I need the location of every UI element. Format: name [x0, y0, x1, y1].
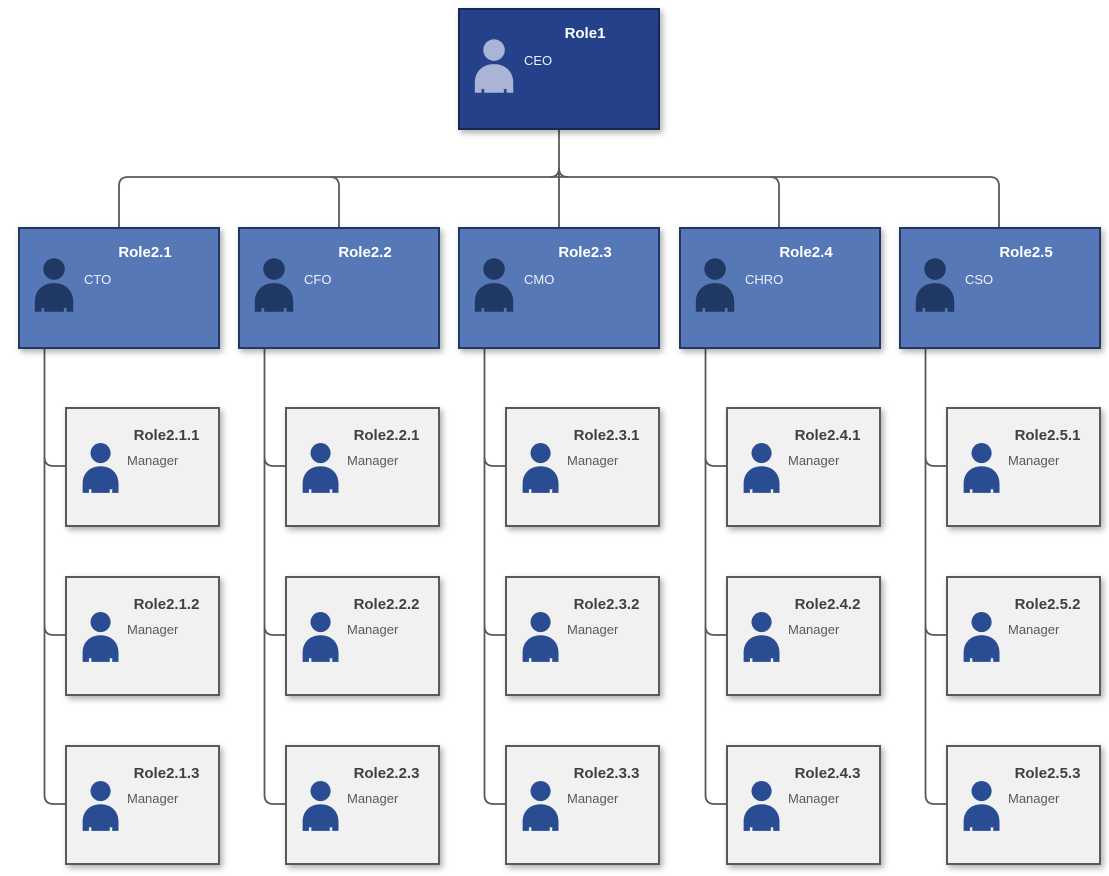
org-node-role2-1-1[interactable]: Role2.1.1 Manager [65, 407, 220, 527]
org-node-role2-4[interactable]: Role2.4 CHRO [679, 227, 881, 349]
person-icon [80, 442, 122, 493]
node-subtitle: Manager [127, 453, 179, 468]
org-node-role2-2-2[interactable]: Role2.2.2 Manager [285, 576, 440, 696]
node-subtitle: Manager [1008, 791, 1060, 806]
person-icon [520, 442, 562, 493]
node-subtitle: Manager [347, 622, 399, 637]
node-title: Role2.2 [338, 244, 392, 261]
node-subtitle: Manager [347, 791, 399, 806]
node-subtitle: Manager [567, 791, 619, 806]
person-icon [252, 257, 297, 312]
node-subtitle: Manager [788, 791, 840, 806]
node-title: Role2.2.2 [353, 596, 420, 613]
node-subtitle: Manager [127, 791, 179, 806]
person-icon [80, 780, 122, 831]
org-node-role2-5-1[interactable]: Role2.5.1 Manager [946, 407, 1101, 527]
person-icon [472, 38, 517, 93]
node-subtitle: CFO [304, 272, 332, 287]
org-node-role2-5[interactable]: Role2.5 CSO [899, 227, 1101, 349]
node-title: Role2.5 [999, 244, 1053, 261]
person-icon [300, 442, 342, 493]
node-subtitle: Manager [1008, 453, 1060, 468]
node-title: Role2.2.1 [353, 427, 420, 444]
node-subtitle: Manager [788, 453, 840, 468]
person-icon [472, 257, 517, 312]
node-title: Role2.5.3 [1014, 765, 1081, 782]
org-node-role2-3[interactable]: Role2.3 CMO [458, 227, 660, 349]
org-node-role2-1-2[interactable]: Role2.1.2 Manager [65, 576, 220, 696]
node-title: Role2.4 [779, 244, 833, 261]
node-title: Role2.1 [118, 244, 172, 261]
node-title: Role2.5.1 [1014, 427, 1081, 444]
person-icon [741, 442, 783, 493]
node-title: Role2.5.2 [1014, 596, 1081, 613]
person-icon [961, 442, 1003, 493]
node-subtitle: CEO [524, 53, 553, 68]
node-subtitle: CTO [84, 272, 112, 287]
node-title: Role2.3 [558, 244, 612, 261]
org-node-role1[interactable]: Role1 CEO [458, 8, 660, 130]
org-node-role2-3-3[interactable]: Role2.3.3 Manager [505, 745, 660, 865]
node-title: Role2.3.2 [573, 596, 640, 613]
node-title: Role2.4.3 [794, 765, 861, 782]
person-icon [741, 780, 783, 831]
node-title: Role2.3.3 [573, 765, 640, 782]
node-subtitle: CMO [524, 272, 555, 287]
person-icon [693, 257, 738, 312]
person-icon [300, 780, 342, 831]
person-icon [32, 257, 77, 312]
org-node-role2-4-1[interactable]: Role2.4.1 Manager [726, 407, 881, 527]
node-title: Role2.2.3 [353, 765, 420, 782]
person-icon [520, 780, 562, 831]
org-node-role2-5-2[interactable]: Role2.5.2 Manager [946, 576, 1101, 696]
node-subtitle: CHRO [745, 272, 784, 287]
person-icon [741, 611, 783, 662]
person-icon [961, 611, 1003, 662]
node-subtitle: Manager [347, 453, 399, 468]
org-node-role2-3-2[interactable]: Role2.3.2 Manager [505, 576, 660, 696]
node-title: Role2.1.3 [133, 765, 200, 782]
node-title: Role1 [564, 25, 606, 42]
org-node-role2-4-2[interactable]: Role2.4.2 Manager [726, 576, 881, 696]
org-node-role2-2-1[interactable]: Role2.2.1 Manager [285, 407, 440, 527]
node-subtitle: CSO [965, 272, 994, 287]
node-subtitle: Manager [1008, 622, 1060, 637]
org-node-role2-1[interactable]: Role2.1 CTO [18, 227, 220, 349]
person-icon [961, 780, 1003, 831]
node-subtitle: Manager [567, 453, 619, 468]
node-title: Role2.1.1 [133, 427, 200, 444]
person-icon [913, 257, 958, 312]
node-subtitle: Manager [127, 622, 179, 637]
node-title: Role2.3.1 [573, 427, 640, 444]
org-node-role2-2-3[interactable]: Role2.2.3 Manager [285, 745, 440, 865]
node-title: Role2.4.1 [794, 427, 861, 444]
org-node-role2-5-3[interactable]: Role2.5.3 Manager [946, 745, 1101, 865]
node-subtitle: Manager [567, 622, 619, 637]
person-icon [300, 611, 342, 662]
org-node-role2-2[interactable]: Role2.2 CFO [238, 227, 440, 349]
person-icon [520, 611, 562, 662]
org-node-role2-4-3[interactable]: Role2.4.3 Manager [726, 745, 881, 865]
org-node-role2-1-3[interactable]: Role2.1.3 Manager [65, 745, 220, 865]
person-icon [80, 611, 122, 662]
org-node-role2-3-1[interactable]: Role2.3.1 Manager [505, 407, 660, 527]
node-title: Role2.4.2 [794, 596, 861, 613]
node-subtitle: Manager [788, 622, 840, 637]
node-title: Role2.1.2 [133, 596, 200, 613]
